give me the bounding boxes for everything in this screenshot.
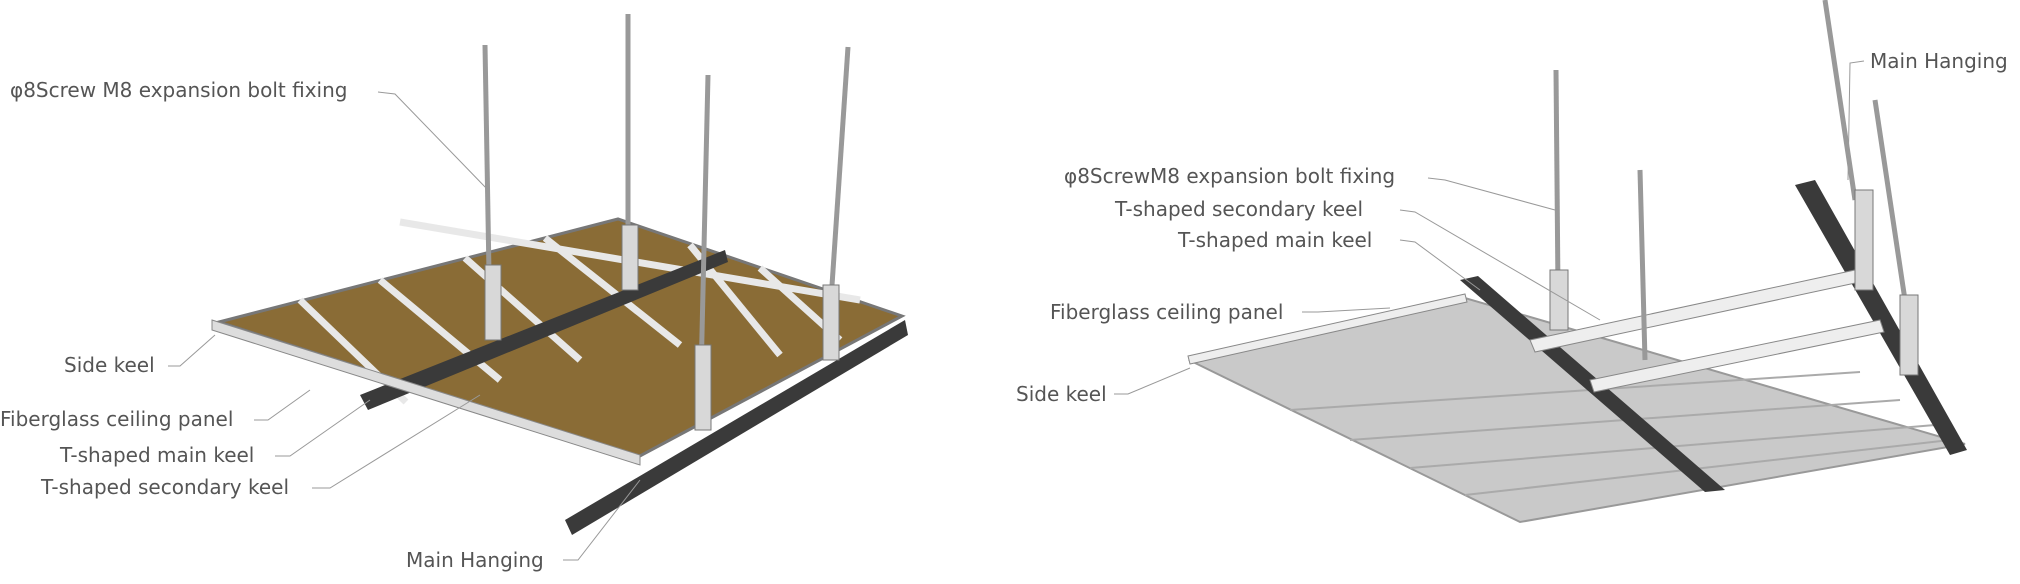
left-panel-label: Fiberglass ceiling panel <box>0 407 234 431</box>
right-assembly <box>1187 0 1967 524</box>
left-main-keel-2 <box>565 320 908 535</box>
left-assembly <box>211 14 908 535</box>
left-side-keel-label: Side keel <box>64 353 155 377</box>
left-main-keel-label: T-shaped main keel <box>60 443 255 467</box>
right-main-keel-2 <box>1795 180 1967 455</box>
right-main-hanging-label: Main Hanging <box>1870 49 2008 73</box>
right-hanging-rods <box>1553 0 1908 361</box>
right-side-keel-label: Side keel <box>1016 382 1107 406</box>
right-side-keel <box>1187 293 1468 365</box>
left-main-hanging-label: Main Hanging <box>406 548 544 572</box>
left-hangers <box>484 224 840 431</box>
right-panel-label: Fiberglass ceiling panel <box>1050 300 1284 324</box>
right-bolt-label: φ8ScrewM8 expansion bolt fixing <box>1064 164 1396 188</box>
left-secondary-keel-label: T-shaped secondary keel <box>41 475 290 499</box>
right-secondary-keel-2 <box>1589 319 1885 393</box>
right-secondary-keel-label: T-shaped secondary keel <box>1115 197 1364 221</box>
left-bolt-label: φ8Screw M8 expansion bolt fixing <box>10 78 348 102</box>
right-main-keel-label: T-shaped main keel <box>1178 228 1373 252</box>
right-hangers <box>1549 189 1919 376</box>
left-side-keel <box>211 319 641 466</box>
leader-lines <box>168 60 1865 561</box>
